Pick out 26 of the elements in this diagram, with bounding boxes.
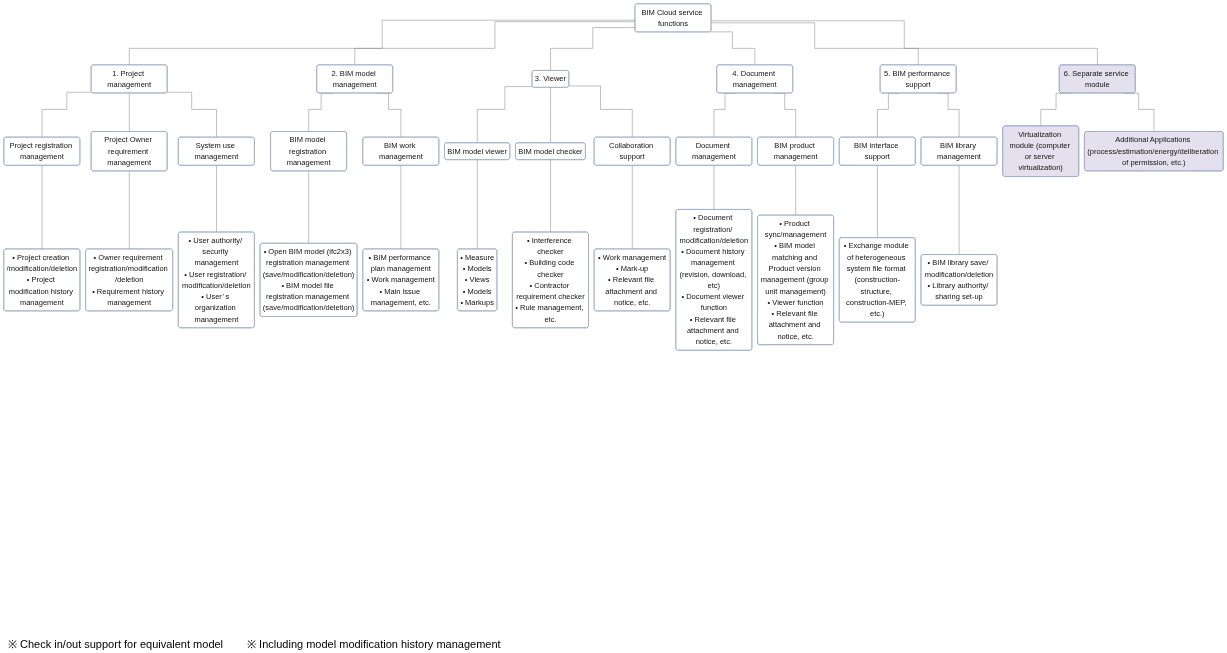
- connector: [711, 22, 919, 66]
- connector: [308, 170, 310, 244]
- connector: [632, 165, 633, 250]
- connector: [41, 165, 43, 250]
- connector: [129, 170, 130, 250]
- connector: [713, 165, 715, 210]
- connector: [477, 86, 533, 144]
- connector: [216, 165, 217, 233]
- connector: [354, 21, 636, 66]
- connector: [550, 87, 551, 144]
- connector: [129, 93, 130, 132]
- connector: [568, 85, 633, 138]
- connector: [958, 165, 960, 255]
- connector: [41, 92, 93, 138]
- connector: [709, 31, 756, 66]
- connector: [477, 159, 478, 250]
- connector: [400, 165, 402, 250]
- connector: [550, 159, 551, 233]
- note-text: ※ Check in/out support for equivalent model: [8, 637, 224, 651]
- connector: [166, 92, 217, 138]
- connector: [550, 27, 636, 71]
- connector: [877, 165, 878, 239]
- note-text: ※ Including model modification history management: [247, 637, 501, 651]
- connector: [129, 19, 636, 66]
- connector: [711, 20, 1098, 66]
- connector: [795, 165, 797, 216]
